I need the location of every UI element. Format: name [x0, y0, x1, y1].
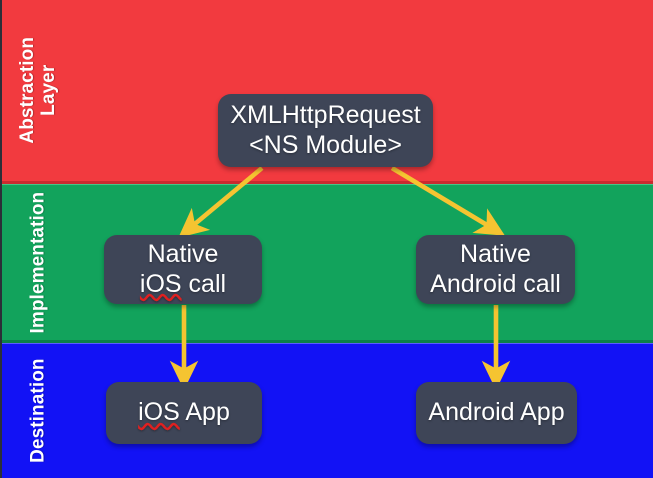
node-ios-app-misspelled-word: iOS	[138, 398, 180, 427]
node-xmlhttprequest-line2: <NS Module>	[249, 130, 402, 159]
node-native-ios-call-line1: Native	[147, 240, 219, 269]
layer-label-destination-text: Destination	[27, 358, 49, 464]
node-ios-app-rest: App	[179, 398, 230, 427]
node-native-android-call-line2: Android call	[430, 269, 561, 298]
layer-label-abstraction: Abstraction Layer	[2, 0, 74, 181]
layer-label-implementation: Implementation	[2, 185, 74, 340]
node-xmlhttprequest-label: XMLHttpRequest<NS Module>	[230, 101, 420, 160]
node-native-ios-call-misspelled-word: iOS	[139, 269, 182, 298]
node-ios-app-label: iOS App	[138, 398, 230, 427]
node-ios-app[interactable]: iOS App	[106, 382, 262, 444]
node-native-android-call-line1: Native	[460, 240, 531, 269]
layer-label-destination: Destination	[2, 344, 74, 478]
node-android-app[interactable]: Android App	[416, 382, 577, 444]
layer-label-implementation-text: Implementation	[27, 191, 49, 334]
node-native-ios-call-line2-rest: call	[181, 269, 227, 298]
node-xmlhttprequest[interactable]: XMLHttpRequest<NS Module>	[218, 94, 433, 167]
layer-label-abstraction-text: Abstraction Layer	[16, 37, 60, 144]
node-xmlhttprequest-line1: XMLHttpRequest	[230, 101, 421, 130]
node-android-app-label: Android App	[428, 398, 565, 427]
